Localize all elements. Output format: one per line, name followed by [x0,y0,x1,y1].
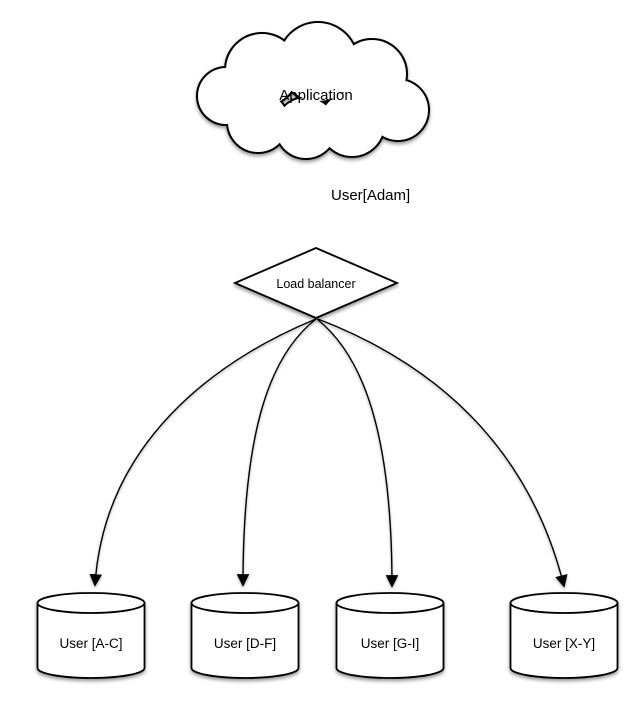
edge-lb-to-shard-x-y [317,318,568,588]
load-balancer-node [232,247,400,319]
edge-lb-to-shard-g-i [316,318,399,588]
shard-cylinder-d-f: User [D-F] [190,592,300,679]
edges-lb-to-shards [89,318,568,588]
edge-lb-to-shard-d-f [236,318,317,587]
application-cloud-node [196,21,430,160]
load-balancer-label: Load balancer [276,277,355,291]
shard-cylinder-x-y: User [X-Y] [509,592,619,679]
shard-cylinder-g-i: User [G-I] [335,592,445,679]
shard-cylinder-a-c: User [A-C] [36,592,146,679]
edge-app-to-lb-label: User[Adam] [331,187,410,204]
shard-x-y-label: User [X-Y] [533,636,595,651]
shard-a-c-label: User [A-C] [59,636,122,651]
shard-d-f-label: User [D-F] [214,636,276,651]
shard-g-i-label: User [G-I] [361,636,420,651]
edge-lb-to-shard-a-c [89,318,317,587]
application-label: Application [279,87,352,104]
